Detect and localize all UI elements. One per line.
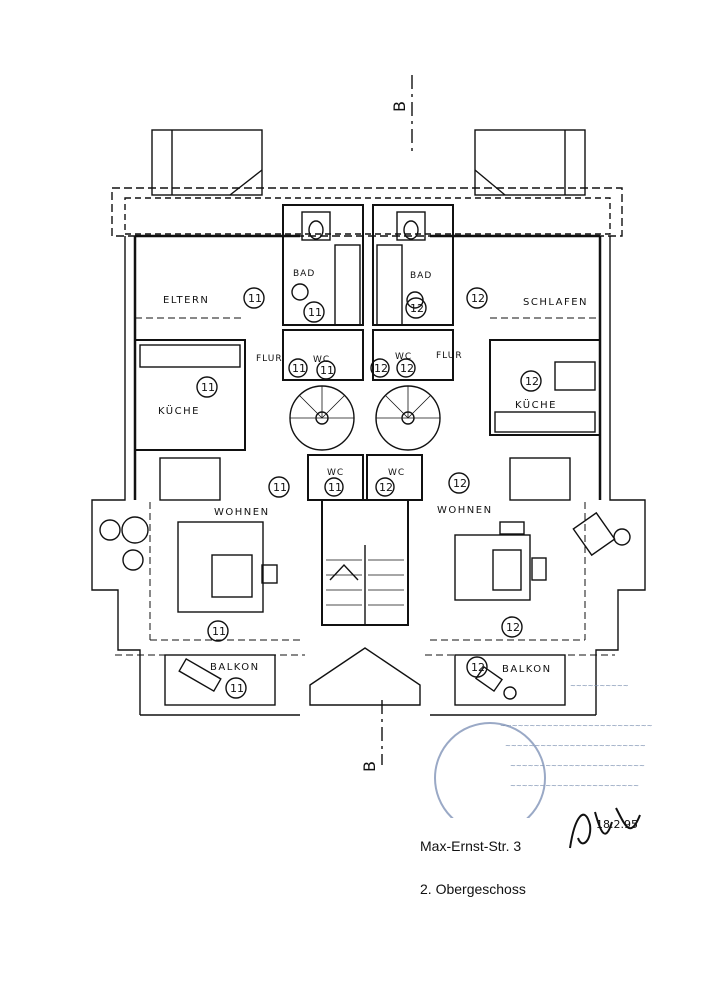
unit-number: 12 <box>410 302 424 315</box>
address-caption: Max-Ernst-Str. 3 <box>420 838 522 854</box>
unit-number: 11 <box>273 481 287 494</box>
unit-number: 12 <box>471 661 485 674</box>
approval-stamp: ~~~~~~~~~~ ~~~~~~~~~~~~~~~~~~~~~~~~~~ ~~… <box>434 682 653 818</box>
room-label-flur-right: FLUR <box>436 351 463 361</box>
floor-caption: 2. Obergeschoss <box>420 881 526 897</box>
room-label-wc-center-right: WC <box>388 468 405 478</box>
svg-text:~~~~~~~~~~: ~~~~~~~~~~ <box>570 682 629 690</box>
unit-number: 11 <box>201 381 215 394</box>
section-marker-bottom: B <box>360 761 379 772</box>
unit-number: 11 <box>248 292 262 305</box>
room-label-wohnen-right: WOHNEN <box>437 505 493 516</box>
unit-number: 12 <box>525 375 539 388</box>
room-label-wc-left: WC <box>313 355 330 365</box>
svg-text:~~~~~~~~~~~~~~~~~~~~~~~~~~: ~~~~~~~~~~~~~~~~~~~~~~~~~~ <box>500 722 653 730</box>
room-label-kueche-left: KÜCHE <box>158 404 200 417</box>
room-label-wc-right: WC <box>395 352 412 362</box>
room-label-balkon-right: BALKON <box>502 664 552 675</box>
room-label-bad-left: BAD <box>293 269 315 279</box>
room-label-kueche-right: KÜCHE <box>515 398 557 411</box>
room-label-schlafen: SCHLAFEN <box>523 297 588 308</box>
room-label-flur-left: FLUR <box>256 354 283 364</box>
unit-number: 12 <box>506 621 520 634</box>
unit-number: 12 <box>471 292 485 305</box>
unit-number: 11 <box>328 481 342 494</box>
svg-text:~~~~~~~~~~~~~~~~~~~~~~~~: ~~~~~~~~~~~~~~~~~~~~~~~~ <box>505 742 646 750</box>
unit-number: 11 <box>292 362 306 375</box>
room-label-bad-right: BAD <box>410 271 432 281</box>
unit-number: 12 <box>400 362 414 375</box>
svg-text:~~~~~~~~~~~~~~~~~~~~~~: ~~~~~~~~~~~~~~~~~~~~~~ <box>510 782 639 790</box>
room-label-wohnen-left: WOHNEN <box>214 507 270 518</box>
unit-number: 11 <box>212 625 226 638</box>
room-label-balkon-left: BALKON <box>210 662 260 673</box>
room-label-eltern: ELTERN <box>163 295 209 306</box>
unit-number: 11 <box>320 364 334 377</box>
signature <box>569 807 641 849</box>
unit-number: 11 <box>230 682 244 695</box>
unit-number: 12 <box>374 362 388 375</box>
unit-number: 12 <box>453 477 467 490</box>
unit-number: 12 <box>379 481 393 494</box>
section-marker-top: B <box>390 101 409 112</box>
svg-text:~~~~~~~~~~~~~~~~~~~~~~~: ~~~~~~~~~~~~~~~~~~~~~~~ <box>510 762 645 770</box>
room-label-wc-center-left: WC <box>327 468 344 478</box>
signature-date: 18.2.95 <box>596 818 638 831</box>
unit-number: 11 <box>308 306 322 319</box>
